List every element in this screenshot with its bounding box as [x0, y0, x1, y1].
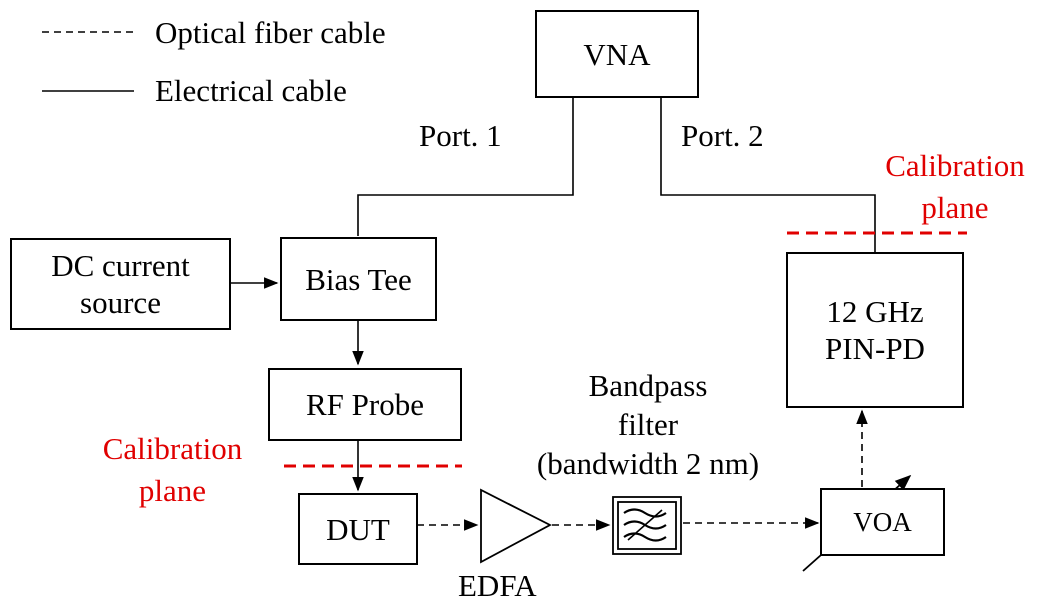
legend-electrical-label: Electrical cable: [155, 73, 347, 108]
bandpass-filter-label: Bandpass filter (bandwidth 2 nm): [528, 366, 768, 483]
edfa-amplifier-triangle: [480, 488, 552, 564]
pin-pd-box: 12 GHz PIN-PD: [786, 252, 964, 408]
cable-port1-to-bias-tee: [357, 97, 574, 236]
rf-probe-box: RF Probe: [268, 368, 462, 441]
dut-label: DUT: [326, 511, 390, 547]
voa-label: VOA: [853, 506, 912, 537]
legend-optical-label: Optical fiber cable: [155, 15, 386, 50]
bandpass-line1: Bandpass: [588, 368, 708, 403]
calibration-line1: Calibration: [885, 148, 1025, 183]
cable-port2-to-pd: [660, 97, 876, 252]
bias-tee-label: Bias Tee: [305, 261, 412, 297]
bandpass-line3: (bandwidth 2 nm): [536, 446, 760, 481]
dut-box: DUT: [298, 493, 418, 565]
calibration-plane-label-pd: Calibration plane: [860, 145, 1050, 229]
calibration-line1: Calibration: [102, 431, 243, 466]
dc-source-label-line2: source: [80, 285, 161, 320]
rf-probe-label: RF Probe: [306, 387, 424, 422]
pd-label-line2: PIN-PD: [825, 331, 925, 366]
bandpass-line2: filter: [617, 407, 679, 442]
dc-current-source-box: DC current source: [10, 238, 231, 330]
port2-label: Port. 2: [681, 118, 764, 153]
pd-label-line1: 12 GHz: [826, 294, 924, 329]
edfa-label: EDFA: [458, 568, 537, 603]
bandpass-filter-icon: [612, 496, 682, 555]
bias-tee-box: Bias Tee: [280, 237, 437, 321]
vna-box: VNA: [535, 10, 699, 98]
voa-box: VOA: [820, 488, 945, 556]
vna-label: VNA: [583, 36, 651, 72]
calibration-line2: plane: [138, 473, 207, 508]
calibration-line2: plane: [921, 190, 989, 225]
dc-source-label-line1: DC current: [51, 248, 190, 283]
calibration-plane-label-dut: Calibration plane: [80, 428, 265, 512]
port1-label: Port. 1: [419, 118, 502, 153]
